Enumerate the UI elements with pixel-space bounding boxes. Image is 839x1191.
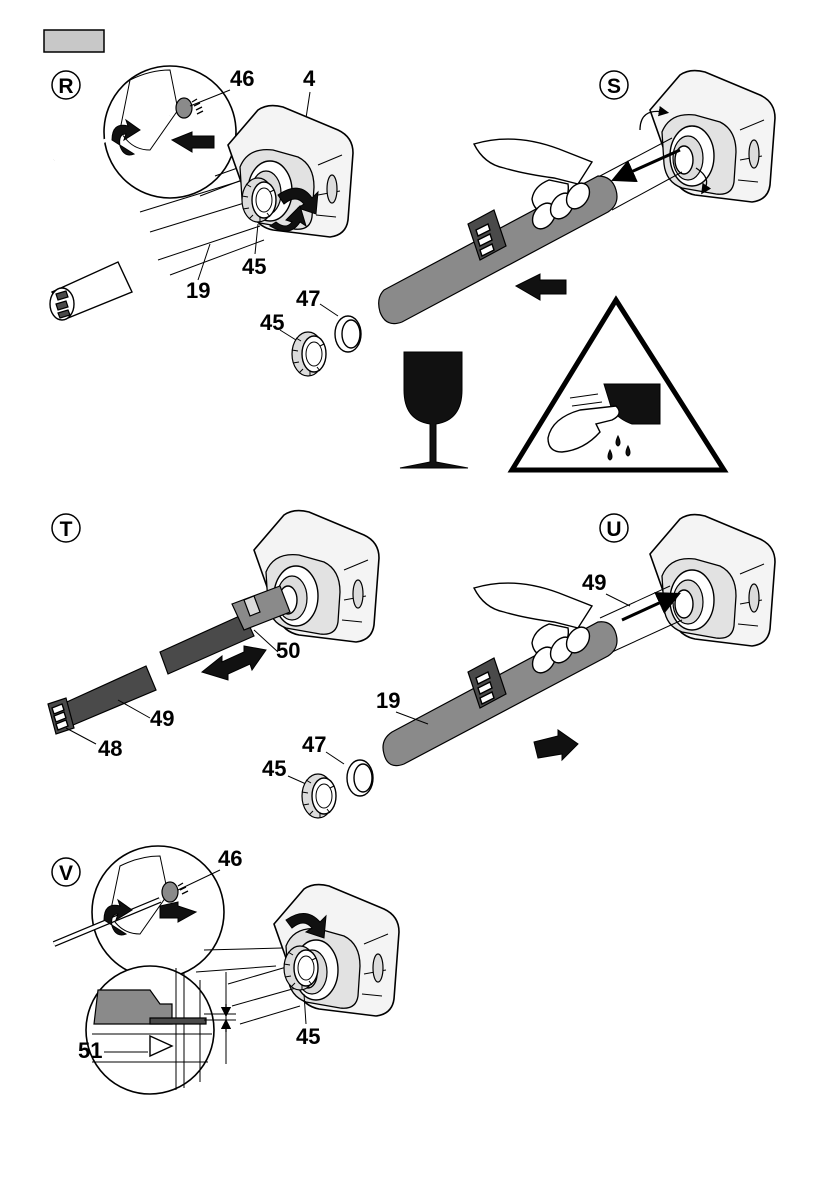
step-r-label-4: 4 bbox=[303, 66, 316, 91]
fragile-glass-icon bbox=[400, 352, 468, 468]
step-u-label-45: 45 bbox=[262, 756, 286, 781]
step-t-letter: T bbox=[60, 518, 73, 541]
step-v-detail-circle-bottom bbox=[86, 966, 214, 1094]
step-u-oring bbox=[347, 760, 373, 796]
step-r-ring bbox=[242, 178, 276, 222]
step-s-oring bbox=[335, 316, 361, 352]
step-u-label-19: 19 bbox=[376, 688, 400, 713]
step-t-label-50: 50 bbox=[276, 638, 300, 663]
step-v-label-46: 46 bbox=[218, 846, 242, 871]
step-t-device bbox=[254, 511, 379, 642]
step-v-label-51: 51 bbox=[78, 1038, 102, 1063]
header-tab bbox=[44, 30, 104, 52]
step-v-ring bbox=[284, 946, 318, 990]
step-u-letter: U bbox=[606, 518, 621, 541]
step-r-label-19: 19 bbox=[186, 278, 210, 303]
step-r-label-46: 46 bbox=[230, 66, 254, 91]
step-u-insert-arrow-icon bbox=[622, 598, 670, 620]
step-v-letter: V bbox=[59, 862, 73, 885]
step-v-panel: V 46 45 51 bbox=[52, 846, 399, 1094]
step-u-label-49: 49 bbox=[582, 570, 606, 595]
step-v-label-45: 45 bbox=[296, 1024, 320, 1049]
step-s-ring bbox=[292, 332, 326, 376]
step-u-ring bbox=[302, 774, 336, 818]
step-s-letter: S bbox=[607, 75, 621, 98]
cut-hand-warning-icon bbox=[512, 300, 724, 470]
step-t-panel: T 50 49 48 bbox=[48, 511, 379, 761]
step-s-device bbox=[650, 71, 775, 202]
step-s-out-arrow-icon bbox=[516, 274, 566, 300]
step-t-label-49: 49 bbox=[150, 706, 174, 731]
step-u-label-47: 47 bbox=[302, 732, 326, 757]
step-r-label-45: 45 bbox=[242, 254, 266, 279]
step-t-label-48: 48 bbox=[98, 736, 122, 761]
step-r-panel: R 46 4 45 19 bbox=[50, 66, 353, 320]
step-s-label-47: 47 bbox=[296, 286, 320, 311]
step-s-label-45: 45 bbox=[260, 310, 284, 335]
step-u-in-arrow-icon bbox=[534, 730, 578, 760]
step-r-letter: R bbox=[58, 75, 73, 98]
